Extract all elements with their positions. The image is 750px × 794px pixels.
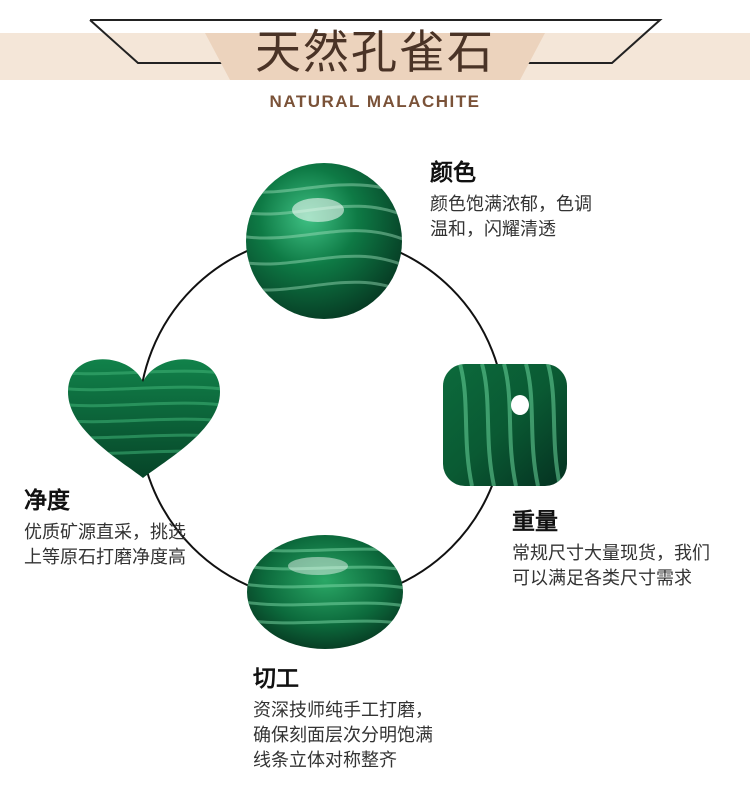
feature-cut-line2: 确保刻面层次分明饱满 — [253, 725, 433, 746]
page-title: 天然孔雀石 — [255, 25, 495, 79]
feature-weight-title: 重量 — [512, 509, 558, 535]
banner-center-plate — [205, 33, 545, 80]
feature-color-line1: 颜色饱满浓郁，色调 — [430, 194, 592, 215]
feature-clarity-line1: 优质矿源直采，挑选 — [24, 522, 186, 543]
feature-clarity-title: 净度 — [24, 488, 70, 514]
feature-clarity-line2: 上等原石打磨净度高 — [24, 547, 186, 568]
feature-weight-line2: 可以满足各类尺寸需求 — [512, 568, 692, 589]
malachite-sphere-image — [246, 163, 402, 319]
feature-clarity: 净度 优质矿源直采，挑选 上等原石打磨净度高 — [24, 486, 186, 570]
page-subtitle: NATURAL MALACHITE — [269, 92, 481, 111]
feature-weight-line1: 常规尺寸大量现货，我们 — [512, 543, 710, 564]
feature-cut-line1: 资深技师纯手工打磨， — [253, 700, 433, 721]
malachite-oval-image — [247, 535, 403, 649]
feature-weight: 重量 常规尺寸大量现货，我们 可以满足各类尺寸需求 — [512, 507, 710, 591]
header-banner — [0, 19, 750, 80]
feature-color: 颜色 颜色饱满浓郁，色调 温和，闪耀清透 — [430, 158, 592, 242]
feature-color-line2: 温和，闪耀清透 — [430, 219, 556, 240]
malachite-square-image — [443, 364, 567, 486]
feature-cut: 切工 资深技师纯手工打磨， 确保刻面层次分明饱满 线条立体对称整齐 — [253, 664, 433, 773]
feature-color-title: 颜色 — [430, 160, 476, 186]
feature-cut-title: 切工 — [253, 666, 299, 692]
feature-cut-line3: 线条立体对称整齐 — [253, 750, 397, 771]
banner-outline — [89, 19, 663, 64]
malachite-heart-image — [68, 359, 220, 478]
